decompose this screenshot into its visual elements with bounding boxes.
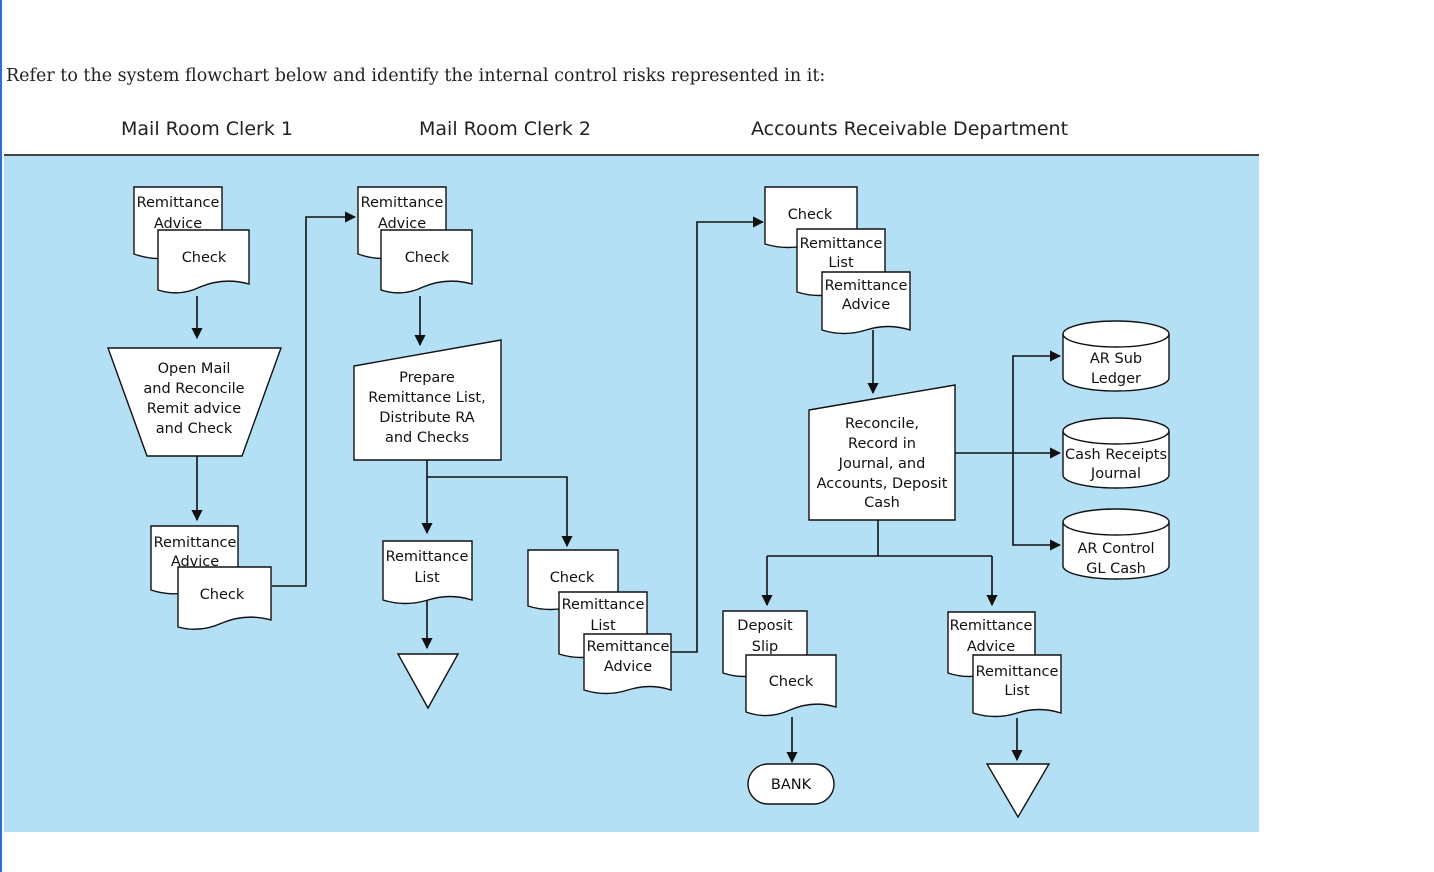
- process-prepare-remittance-list: Prepare Remittance List, Distribute RA a…: [353, 339, 502, 461]
- document-check-deposit: Check: [745, 654, 837, 717]
- svg-text:Remittance: Remittance: [361, 195, 444, 211]
- question-text: Refer to the system flowchart below and …: [6, 66, 826, 86]
- doc-label: Check: [182, 250, 227, 266]
- svg-text:BANK: BANK: [771, 777, 812, 793]
- svg-text:Check: Check: [405, 250, 450, 266]
- svg-text:AR Sub: AR Sub: [1090, 351, 1142, 367]
- svg-text:AR Control: AR Control: [1077, 541, 1154, 557]
- document-remittance-list-ar-out: Remittance List: [972, 654, 1062, 718]
- svg-text:Remittance List,: Remittance List,: [368, 390, 485, 406]
- svg-text:Check: Check: [550, 570, 595, 586]
- svg-text:Ledger: Ledger: [1091, 371, 1141, 387]
- svg-text:Reconcile,: Reconcile,: [845, 416, 919, 432]
- terminal-bank: BANK: [747, 763, 835, 805]
- svg-text:Accounts, Deposit: Accounts, Deposit: [817, 476, 948, 492]
- svg-text:Advice: Advice: [967, 639, 1015, 655]
- storage-cash-receipts-journal: Cash Receipts Journal: [1062, 417, 1170, 489]
- flow-lines: [191, 211, 1062, 764]
- svg-text:Cash: Cash: [864, 495, 900, 511]
- lane-header-mail-room-clerk-1: Mail Room Clerk 1: [121, 118, 293, 140]
- svg-text:Remittance: Remittance: [154, 535, 237, 551]
- svg-text:Slip: Slip: [752, 639, 778, 655]
- svg-text:Deposit: Deposit: [737, 618, 793, 634]
- svg-text:Distribute RA: Distribute RA: [379, 410, 475, 426]
- process-open-mail-reconcile: Open Mail and Reconcile Remit advice and…: [107, 347, 282, 457]
- svg-text:Remittance: Remittance: [562, 597, 645, 613]
- svg-text:Record in: Record in: [848, 436, 916, 452]
- svg-text:Remittance: Remittance: [825, 278, 908, 294]
- svg-text:List: List: [414, 570, 440, 586]
- lane-header-accounts-receivable: Accounts Receivable Department: [751, 118, 1069, 140]
- svg-text:Prepare: Prepare: [399, 370, 455, 386]
- svg-text:List: List: [1004, 683, 1030, 699]
- doc-label-line1: Remittance: [137, 195, 220, 211]
- svg-text:List: List: [590, 618, 616, 634]
- svg-text:Check: Check: [769, 674, 814, 690]
- svg-text:Journal: Journal: [1090, 466, 1141, 482]
- svg-text:Advice: Advice: [842, 297, 890, 313]
- svg-text:Open Mail: Open Mail: [158, 361, 231, 377]
- svg-text:Journal, and: Journal, and: [838, 456, 926, 472]
- storage-ar-control-gl-cash: AR Control GL Cash: [1062, 508, 1170, 580]
- file-offline-ar: [985, 763, 1051, 819]
- svg-text:Remittance: Remittance: [976, 664, 1059, 680]
- process-reconcile-record-deposit: Reconcile, Record in Journal, and Accoun…: [808, 384, 956, 521]
- svg-text:and Check: and Check: [156, 421, 233, 437]
- svg-text:Remittance: Remittance: [587, 639, 670, 655]
- doc-label-line2: Advice: [154, 216, 202, 232]
- document-remittance-list-clerk2: Remittance List: [382, 540, 473, 605]
- svg-text:Remittance: Remittance: [386, 549, 469, 565]
- document-remittance-advice-ar: Remittance Advice: [821, 271, 911, 335]
- svg-text:Advice: Advice: [378, 216, 426, 232]
- document-check-clerk2: Check: [380, 229, 473, 294]
- page-left-border: [0, 0, 2, 872]
- document-check-clerk1: Check: [157, 229, 250, 294]
- svg-text:Check: Check: [200, 587, 245, 603]
- svg-text:Remittance: Remittance: [950, 618, 1033, 634]
- svg-text:Check: Check: [788, 207, 833, 223]
- svg-text:List: List: [828, 255, 854, 271]
- svg-text:Cash Receipts: Cash Receipts: [1065, 447, 1167, 463]
- svg-text:and Reconcile: and Reconcile: [143, 381, 244, 397]
- svg-text:and Checks: and Checks: [385, 430, 469, 446]
- document-check-clerk1-out: Check: [177, 566, 272, 630]
- lane-header-mail-room-clerk-2: Mail Room Clerk 2: [419, 118, 591, 140]
- file-offline-clerk2: [396, 653, 460, 710]
- svg-text:GL Cash: GL Cash: [1086, 561, 1146, 577]
- storage-ar-sub-ledger: AR Sub Ledger: [1062, 320, 1170, 392]
- svg-text:Remittance: Remittance: [800, 236, 883, 252]
- svg-text:Remit advice: Remit advice: [147, 401, 241, 417]
- document-remittance-advice-clerk2-out: Remittance Advice: [583, 633, 672, 695]
- svg-text:Advice: Advice: [171, 554, 219, 570]
- svg-text:Advice: Advice: [604, 659, 652, 675]
